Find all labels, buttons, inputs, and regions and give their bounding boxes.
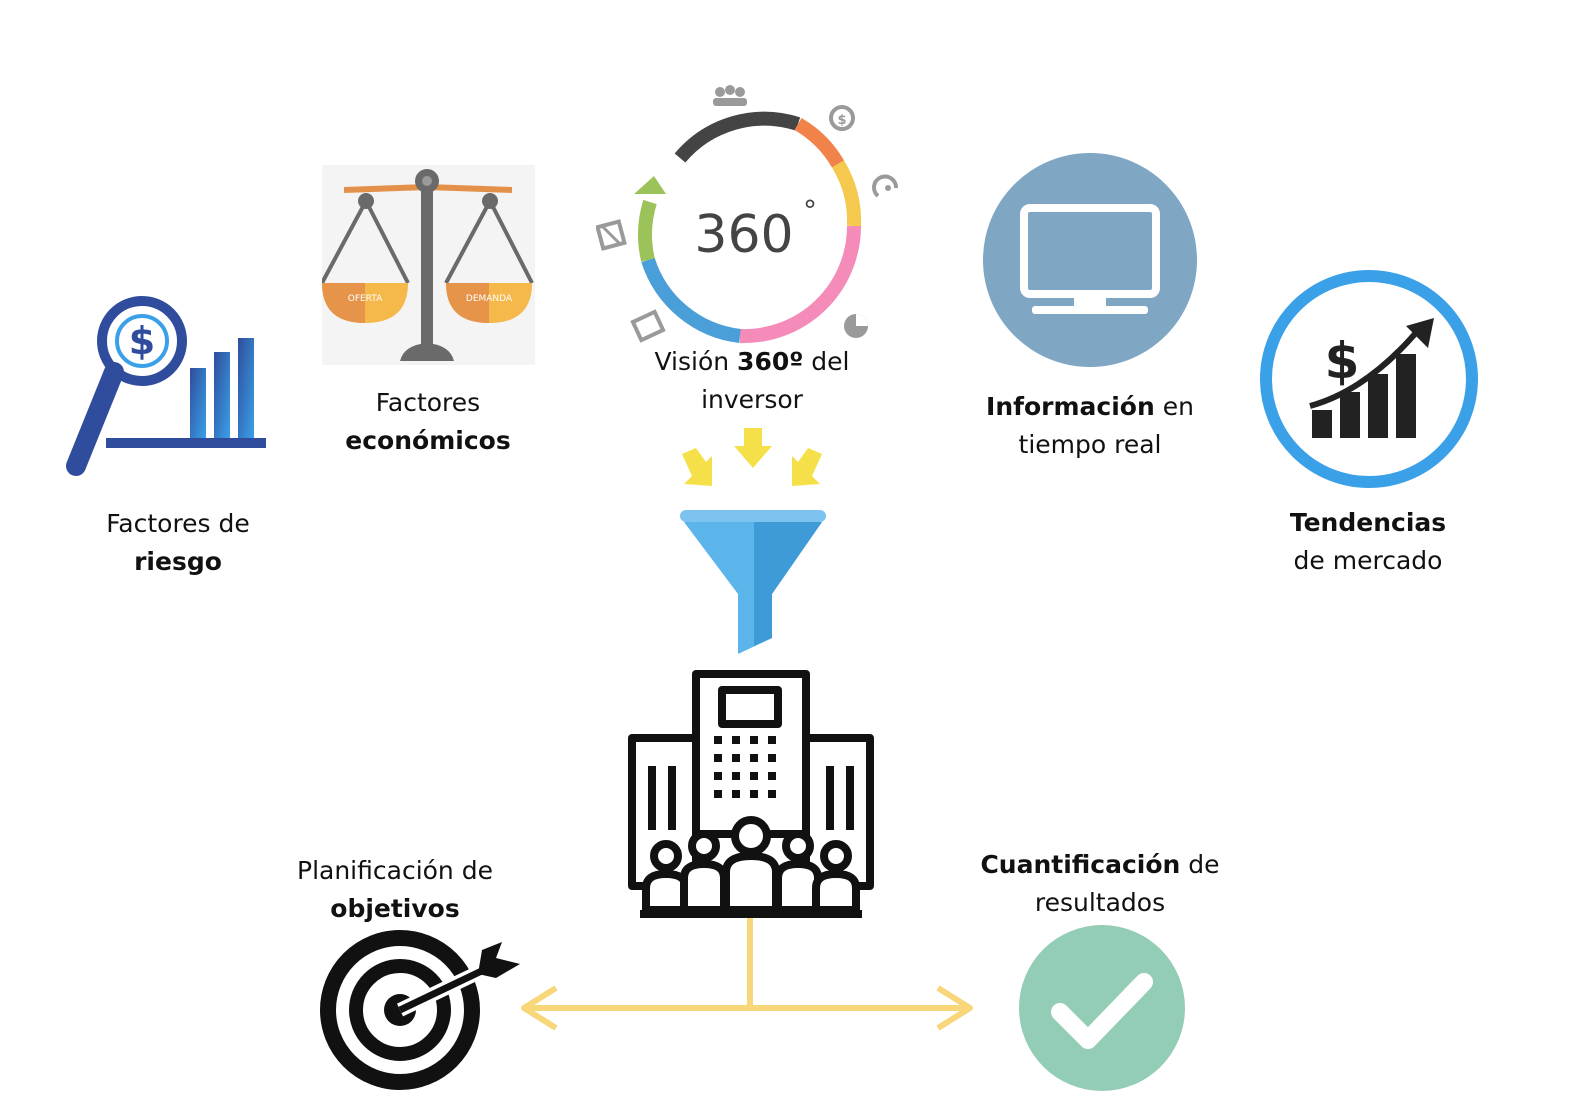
target-icon [320,930,520,1090]
double-arrow-connector [521,918,973,1031]
risk-factors-node: $ [62,296,272,481]
funnel [680,508,830,658]
objectives-node [320,930,525,1095]
results-node [1018,924,1186,1092]
economic-factors-label: Factores económicos [345,388,511,455]
market-trends-label: Tendencias de mercado [1289,508,1447,575]
headset-icon [872,174,899,198]
magnifier-dollar-chart-icon: $ [66,296,266,476]
presentation-icon [630,309,666,343]
realtime-info-node [982,152,1198,368]
people-icon [713,85,747,106]
results-label: Cuantificación de resultados [980,850,1220,917]
economic-factors-node: OFERTA DEMANDA [322,165,535,365]
svg-text:DEMANDA: DEMANDA [466,294,513,304]
company [626,670,876,920]
converging-arrows-icon [682,428,822,486]
funnel-icon [680,510,826,654]
check-circle-icon [1019,925,1185,1091]
refresh-dollar-icon: $ [829,105,855,131]
realtime-info-label: Información en tiempo real [986,392,1194,459]
monitor-icon [983,153,1197,367]
converging-arrows [672,428,832,492]
svg-text:$: $ [1325,332,1360,390]
pie-icon [844,314,868,338]
envelope-icon [596,219,627,251]
vision-360-node: 360 ° $ [596,80,906,350]
trend-chart-icon: $ [1260,270,1478,488]
building-people-icon [628,670,874,918]
svg-text:$: $ [129,319,155,363]
balance-scale-icon: OFERTA DEMANDA [322,165,535,365]
outcome-connector [514,916,980,1040]
svg-text:360: 360 [694,205,793,265]
vision-360-label: Visión 360º del inversor [654,347,850,414]
svg-text:OFERTA: OFERTA [348,294,383,304]
svg-text:$: $ [837,113,846,128]
market-trends-node: $ [1258,268,1480,490]
risk-factors-label: Factores de riesgo [106,509,250,576]
objectives-label: Planificación de objetivos [297,856,493,923]
svg-text:°: ° [803,194,817,227]
360-ring-icon: 360 ° $ [596,85,899,344]
